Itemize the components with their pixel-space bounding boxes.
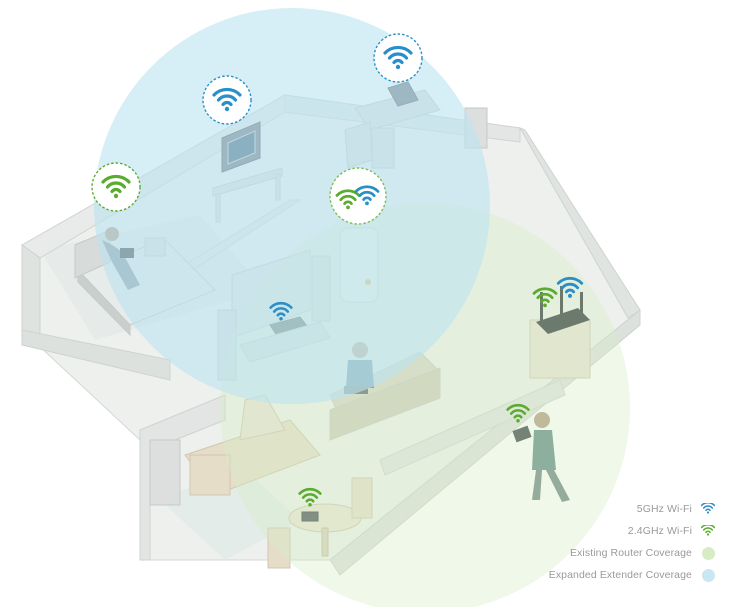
legend-item-extender-coverage: Expanded Extender Coverage bbox=[416, 564, 716, 586]
legend-label-extender-coverage: Expanded Extender Coverage bbox=[548, 569, 692, 581]
wifi-5ghz-icon bbox=[700, 502, 716, 516]
legend-label-5ghz: 5GHz Wi-Fi bbox=[636, 503, 692, 515]
wall-left-outer bbox=[21, 244, 41, 347]
tablet-on-table bbox=[301, 511, 319, 522]
extender-coverage-swatch bbox=[701, 568, 715, 582]
legend-label-router-coverage: Existing Router Coverage bbox=[569, 547, 692, 559]
legend-item-24ghz: 2.4GHz Wi-Fi bbox=[416, 520, 716, 542]
wall-interior-2 bbox=[379, 379, 566, 476]
wifi-badge-bedroom bbox=[91, 162, 141, 212]
wall-front-left bbox=[21, 329, 171, 381]
extender-coverage-circle bbox=[94, 8, 490, 404]
wifi-badge-tv bbox=[202, 75, 252, 125]
wifi-router bbox=[536, 286, 590, 334]
wifi-badge-office bbox=[373, 33, 423, 83]
sink-cabinet bbox=[189, 454, 231, 496]
legend-item-router-coverage: Existing Router Coverage bbox=[416, 542, 716, 564]
wifi-24ghz-icon bbox=[700, 524, 716, 538]
wifi-badge-extender bbox=[329, 167, 387, 225]
router-coverage-swatch bbox=[701, 546, 715, 560]
dining-chair-left bbox=[267, 527, 291, 569]
dining-chair-right bbox=[351, 477, 373, 519]
fridge bbox=[149, 439, 181, 506]
legend-label-24ghz: 2.4GHz Wi-Fi bbox=[627, 525, 692, 537]
legend: 5GHz Wi-Fi 2.4GHz Wi-Fi Existing Router … bbox=[416, 498, 716, 586]
legend-item-5ghz: 5GHz Wi-Fi bbox=[416, 498, 716, 520]
person-standing-tablet bbox=[512, 412, 570, 502]
